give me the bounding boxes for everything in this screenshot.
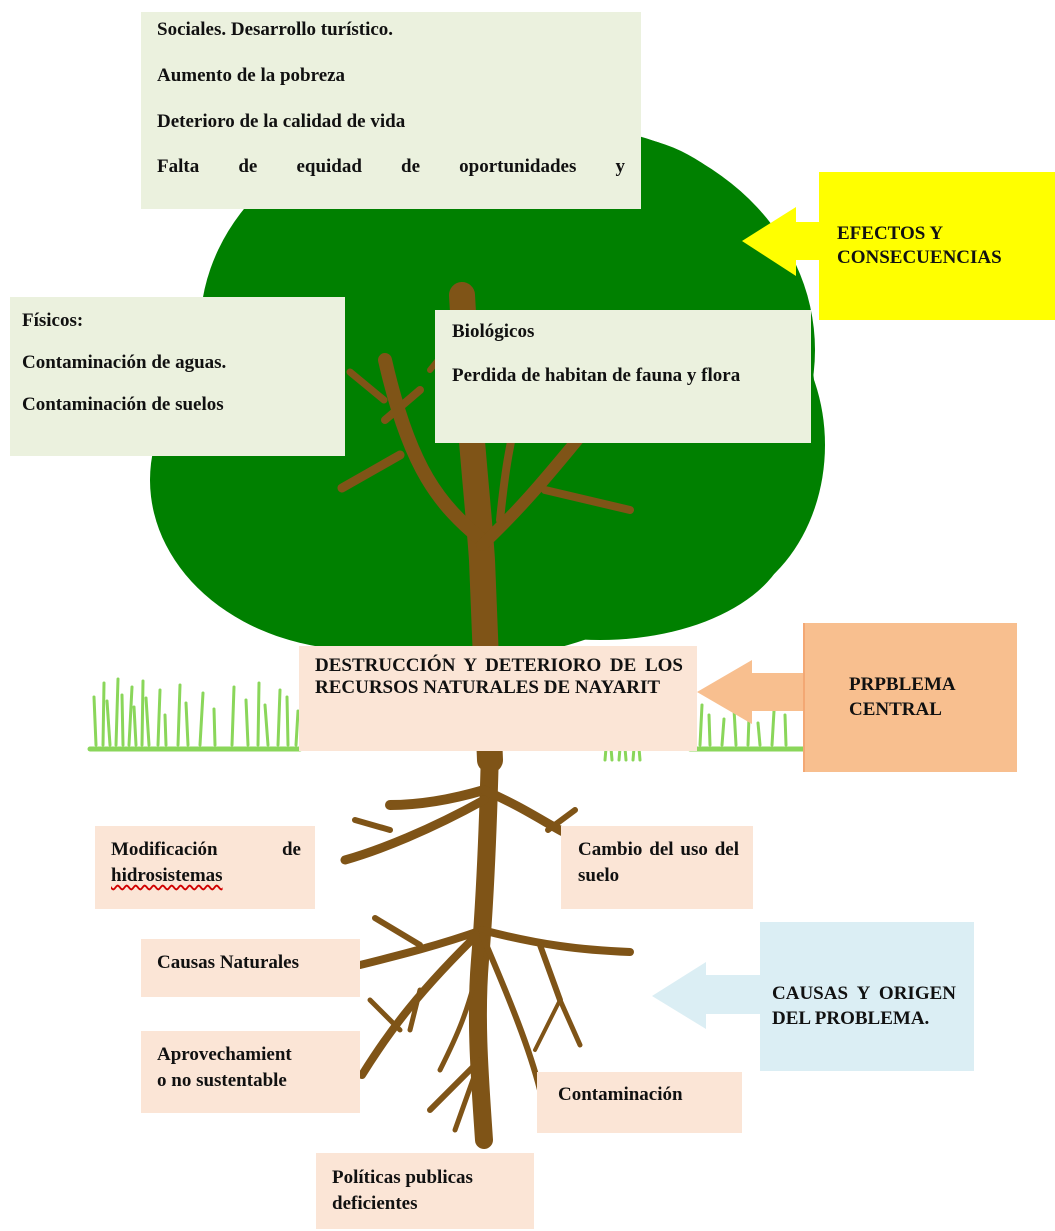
cause-land-use-text: Cambio del uso del suelo (578, 839, 739, 887)
problem-label-text: PRPBLEMA CENTRAL (849, 674, 955, 720)
cause-hydrosystems-box: Modificación de hidrosistemas (95, 826, 315, 909)
physical-effects-line: Contaminación de aguas. (22, 351, 227, 373)
biological-effects-box: Biológicos Perdida de habitan de fauna y… (435, 310, 811, 443)
cause-hydrosystems-line2: hidrosistemas (111, 863, 301, 889)
cause-pollution-text: Contaminación (558, 1084, 683, 1105)
cause-policies-line1: Políticas publicas (332, 1167, 473, 1188)
cause-exploitation-line2: o no sustentable (157, 1070, 287, 1092)
social-effects-line: Deterioro de la calidad de vida (157, 110, 406, 132)
cause-exploitation-box: Aprovechamient o no sustentable (141, 1031, 360, 1113)
physical-effects-line: Físicos: (22, 310, 84, 331)
cause-land-use-box: Cambio del uso del suelo (561, 826, 753, 909)
effects-label-text: EFECTOS Y CONSECUENCIAS (837, 222, 1002, 268)
cause-hydrosystems-line1: Modificación de (111, 839, 301, 860)
social-effects-box: Sociales. Desarrollo turístico. Aumento … (141, 12, 641, 209)
cause-pollution-box: Contaminación (537, 1072, 742, 1133)
causes-label-text: CAUSAS Y ORIGEN DEL PROBLEMA. (772, 983, 956, 1029)
effects-label-box: EFECTOS Y CONSECUENCIAS (819, 172, 1055, 320)
causes-label-box: CAUSAS Y ORIGEN DEL PROBLEMA. (760, 922, 974, 1071)
cause-policies-box: Políticas publicas deficientes (316, 1153, 534, 1229)
cause-policies-line2: deficientes (332, 1193, 418, 1215)
biological-effects-text: Perdida de habitan de fauna y flora (452, 364, 741, 386)
problem-arrow-icon (697, 660, 806, 724)
grass (87, 677, 808, 762)
social-effects-line: Aumento de la pobreza (157, 64, 346, 86)
social-effects-line: Falta de equidad de oportunidades y (157, 156, 625, 178)
cause-natural-text: Causas Naturales (157, 952, 299, 973)
cause-natural-box: Causas Naturales (141, 939, 360, 997)
social-effects-line: Sociales. Desarrollo turístico. (157, 19, 394, 40)
central-problem-box: DESTRUCCIÓN Y DETERIORO DE LOS RECURSOS … (299, 646, 697, 751)
biological-effects-title: Biológicos (452, 321, 535, 342)
problem-label-box: PRPBLEMA CENTRAL (803, 623, 1017, 772)
cause-exploitation-line1: Aprovechamient (157, 1044, 292, 1065)
cause-hydrosystems-word: hidrosistemas (111, 865, 223, 887)
physical-effects-box: Físicos: Contaminación de aguas. Contami… (10, 297, 345, 456)
tree-roots (340, 741, 634, 1149)
causes-arrow-icon (652, 962, 762, 1029)
physical-effects-line: Contaminación de suelos (22, 393, 224, 415)
effects-arrow-icon (742, 207, 820, 276)
central-problem-text: DESTRUCCIÓN Y DETERIORO DE LOS RECURSOS … (315, 655, 683, 699)
